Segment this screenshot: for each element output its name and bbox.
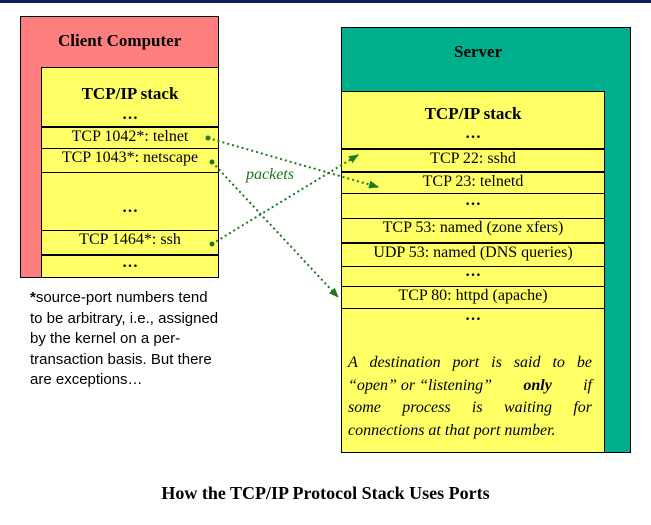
client-title: Client Computer [58, 31, 182, 50]
top-rule [0, 0, 651, 3]
server-row-named-tcp-label: TCP 53: named (zone xfers) [382, 219, 564, 236]
client-row-ssh: TCP 1464*: ssh [42, 230, 218, 254]
server-row-telnetd: TCP 23: telnetd [342, 171, 604, 193]
source-port-footnote: *source-port numbers tend to be arbitrar… [30, 288, 220, 391]
arrow-ssh-origin [209, 241, 215, 247]
server-dots-2: … [465, 192, 481, 209]
server-row-httpd: TCP 80: httpd (apache) [342, 286, 604, 308]
client-dots-3: … [122, 254, 138, 271]
arrow-netscape-origin [209, 159, 215, 165]
footnote-star: * [30, 289, 36, 306]
arrow-telnet-origin [205, 135, 211, 141]
note-line-2c: if [583, 376, 592, 394]
server-dots-3: … [465, 263, 481, 280]
server-title: Server [454, 42, 503, 61]
client-row-netscape: TCP 1043*: netscape [42, 148, 218, 172]
note-line-1: A destination port is said to be [348, 354, 592, 371]
server-row-httpd-label: TCP 80: httpd (apache) [398, 287, 548, 304]
client-stack: TCP/IP stack … TCP 1042*: telnet TCP 104… [41, 67, 219, 278]
client-row-ssh-label: TCP 1464*: ssh [79, 231, 181, 248]
server-row-gap-2: … [342, 263, 604, 286]
arrow-netscape-to-httpd [211, 161, 339, 298]
server-row-sshd-label: TCP 22: sshd [430, 150, 516, 167]
client-dots-1: … [122, 106, 138, 123]
server-row-gap: … [342, 192, 604, 218]
client-row-gap: … [42, 172, 218, 230]
server-stack: TCP/IP stack … TCP 22: sshd TCP 23: teln… [341, 91, 605, 453]
note-only-emphasis: only [523, 376, 552, 394]
note-line-4: connections at that port number. [348, 421, 556, 439]
client-row-telnet: TCP 1042*: telnet [42, 126, 218, 148]
client-row-netscape-label: TCP 1043*: netscape [61, 149, 199, 166]
client-row-telnet-label: TCP 1042*: telnet [71, 128, 189, 145]
server-dots-4: … [465, 307, 481, 324]
server-dots-1: … [465, 125, 481, 142]
arrow-ssh-to-sshd [211, 154, 359, 245]
server-row-named-udp-label: UDP 53: named (DNS queries) [373, 244, 573, 261]
server-row-telnetd-label: TCP 23: telnetd [422, 173, 524, 190]
footnote-text: source-port numbers tend to be arbitrary… [30, 289, 219, 388]
figure-caption: How the TCP/IP Protocol Stack Uses Ports [161, 483, 490, 503]
client-row-last: … [42, 254, 218, 278]
note-line-2: “open” or “listening” only if [348, 375, 592, 398]
server-row-bottom: … [342, 307, 604, 452]
note-line-3: some process is waiting for [348, 399, 592, 416]
client-dots-2: … [122, 199, 138, 216]
server-row-named-tcp: TCP 53: named (zone xfers) [342, 218, 604, 242]
server-row-sshd: TCP 22: sshd [342, 148, 604, 171]
note-line-2a: “open” or “listening” [348, 376, 493, 394]
packets-label: packets [246, 166, 294, 183]
listening-port-note: A destination port is said to be “open” … [348, 352, 592, 442]
server-stack-label: TCP/IP stack [424, 104, 522, 123]
client-stack-label: TCP/IP stack [81, 84, 179, 103]
server-row-named-udp: UDP 53: named (DNS queries) [342, 242, 604, 266]
